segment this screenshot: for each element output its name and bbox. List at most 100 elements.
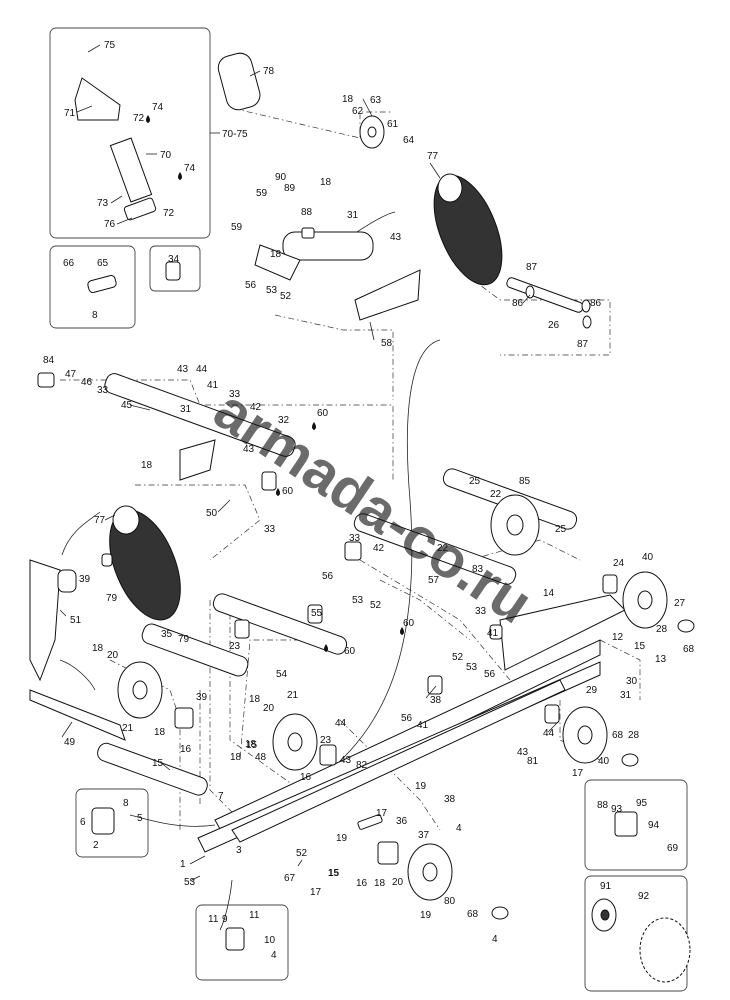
- callout: 20: [392, 877, 404, 888]
- callout: 40: [598, 756, 610, 767]
- callout: 21: [287, 690, 299, 701]
- callout: 65: [97, 258, 109, 269]
- callout: 19: [420, 910, 432, 921]
- inset-frames: [49, 27, 688, 992]
- callout: 10: [264, 935, 276, 946]
- callout: 33: [349, 533, 361, 544]
- callout: 4: [492, 934, 498, 945]
- callout: 18: [245, 739, 257, 750]
- callout: 60: [403, 618, 415, 629]
- callout: 52: [280, 291, 292, 302]
- callout: 20: [107, 650, 119, 661]
- callout: 43: [390, 232, 402, 243]
- callout: 38: [430, 695, 442, 706]
- oil-drop-icon: [400, 627, 404, 635]
- callout: 74: [152, 102, 164, 113]
- callout: 1: [180, 859, 186, 870]
- callout: 18: [270, 249, 282, 260]
- callout: 19: [336, 833, 348, 844]
- callout: 16: [356, 878, 368, 889]
- callout: 18: [92, 643, 104, 654]
- callout: 77: [94, 515, 106, 526]
- watermark: armada-co.ru: [203, 377, 544, 636]
- callout: 21: [122, 723, 134, 734]
- callout: 23: [229, 641, 241, 652]
- callout: 91: [600, 881, 612, 892]
- callout: 39: [196, 692, 208, 703]
- callout: 56: [245, 280, 257, 291]
- leader-lines: [59, 211, 441, 931]
- callout: 39: [79, 574, 91, 585]
- callout: 44: [543, 728, 555, 739]
- callout: 54: [276, 669, 288, 680]
- callout: 68: [612, 730, 624, 741]
- callout: 28: [628, 730, 640, 741]
- callout: 30: [626, 676, 638, 687]
- callout: 60: [282, 486, 294, 497]
- callout: 52: [296, 848, 308, 859]
- callout: 13: [655, 654, 667, 665]
- callout: 37: [418, 830, 430, 841]
- idler-wheels: [117, 115, 691, 983]
- callout: 12: [612, 632, 624, 643]
- callout: 24: [613, 558, 625, 569]
- oil-drop-icon: [178, 172, 182, 180]
- callout: 33: [229, 389, 241, 400]
- callout: 53: [466, 662, 478, 673]
- callout: 72: [133, 113, 145, 124]
- callout: 43: [177, 364, 189, 375]
- callout: 57: [428, 575, 440, 586]
- callout: 14: [543, 588, 555, 599]
- callout: 34: [168, 254, 180, 265]
- callout: 60: [344, 646, 356, 657]
- brackets: [29, 244, 421, 741]
- slide-rails: [197, 594, 626, 853]
- hardware: [37, 197, 695, 951]
- callout: 22: [490, 489, 502, 500]
- callout: 11: [249, 910, 260, 921]
- callout: 29: [586, 685, 598, 696]
- callout: 53: [184, 877, 196, 888]
- callout: 78: [263, 66, 275, 77]
- callout: 4: [271, 950, 277, 961]
- callout: 8: [92, 310, 98, 321]
- callout: 64: [403, 135, 415, 146]
- callout: 56: [401, 713, 413, 724]
- callout: 68: [467, 909, 479, 920]
- callout: 3: [236, 845, 242, 856]
- callout: 31: [620, 690, 632, 701]
- callout: 87: [526, 262, 538, 273]
- callout: 67: [284, 873, 296, 884]
- callout: 50: [206, 508, 218, 519]
- callout: 45: [121, 400, 133, 411]
- callout: 20: [263, 703, 275, 714]
- callout-leaders: [59, 44, 559, 882]
- callout: 41: [207, 380, 219, 391]
- oil-drop-icon: [324, 644, 328, 652]
- callout: 4: [456, 823, 462, 834]
- callout: 25: [555, 524, 567, 535]
- callout: 40: [642, 552, 654, 563]
- callout: 51: [70, 615, 82, 626]
- callout: 59: [231, 222, 243, 233]
- callout: 66: [63, 258, 75, 269]
- callout: 41: [417, 720, 429, 731]
- callout: 47: [65, 369, 77, 380]
- callout: 33: [264, 524, 276, 535]
- callout: 9: [222, 914, 228, 925]
- callout: 83: [472, 564, 484, 575]
- callout: 19: [415, 781, 427, 792]
- callout: 31: [180, 404, 192, 415]
- callout: 73: [97, 198, 109, 209]
- callout: 35: [161, 629, 173, 640]
- callout: 63: [370, 95, 382, 106]
- callout: 43: [517, 747, 529, 758]
- callout: 94: [648, 820, 660, 831]
- callout: 46: [81, 377, 93, 388]
- callout-labels: 75 78 71 72 74 70 74 73 72 70-75 76 66 6…: [43, 40, 695, 961]
- callout: 42: [250, 402, 262, 413]
- callout: 69: [667, 843, 679, 854]
- callout: 15: [328, 868, 340, 879]
- callout: 70-75: [222, 129, 248, 140]
- callout: 89: [284, 183, 296, 194]
